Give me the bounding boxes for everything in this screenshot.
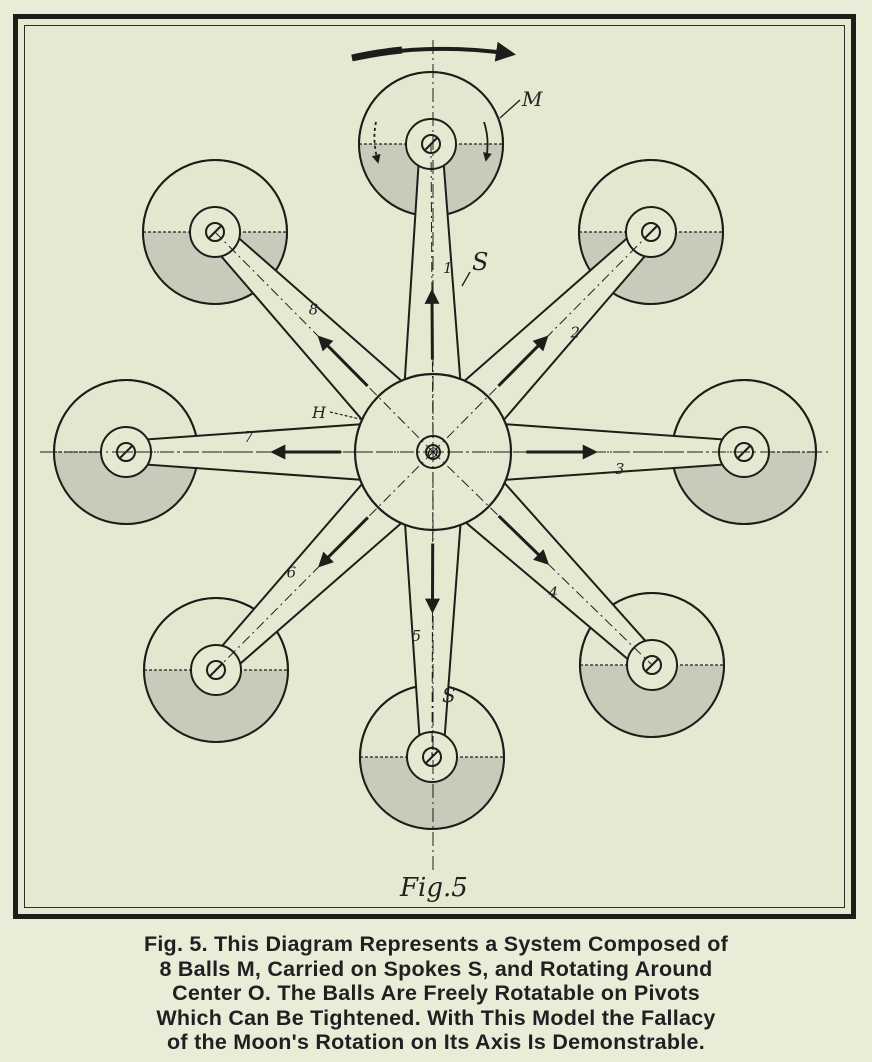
figure-caption: Fig. 5. This Diagram Represents a System… (0, 932, 872, 1055)
pivot-slot-8 (208, 225, 222, 239)
spoke-number-6: 6 (287, 564, 297, 582)
centre-line-4 (432, 451, 653, 666)
caption-line-2: 8 Balls M, Carried on Spokes S, and Rota… (159, 956, 713, 981)
ball-shaded-half (144, 670, 288, 742)
figure-label: Fig.5 (399, 873, 468, 903)
spoke-number-7: 7 (244, 428, 254, 446)
center-label-o: O (427, 446, 439, 462)
spoke-arrow-4 (497, 514, 550, 565)
hub-label-h: H (311, 403, 327, 422)
spoke-number-3: 3 (615, 460, 625, 478)
spoke-number-4: 4 (547, 583, 558, 601)
ball-shaded-half (54, 452, 198, 524)
ball-label-leader (499, 99, 521, 119)
caption-line-4: Which Can Be Tightened. With This Model … (156, 1005, 716, 1030)
inner-border (24, 25, 845, 908)
spoke-number-2: 2 (569, 323, 580, 341)
spoke-label-s-bottom: S (442, 683, 456, 707)
caption-line-3: Center O. The Balls Are Freely Rotatable… (172, 981, 700, 1006)
spoke-label-leader (461, 271, 471, 287)
spoke-number-5: 5 (412, 627, 422, 645)
marks-layer (40, 40, 830, 870)
ball-spin-arrow-left (371, 121, 381, 164)
centre-line-5 (431, 451, 434, 758)
ball-shaded-half (672, 452, 816, 524)
ball-shaded-half (360, 757, 504, 829)
ball-label-m: M (521, 87, 543, 111)
labels-layer: M S H O S Fig.5 1 2 3 4 5 6 7 8 (244, 87, 624, 903)
spoke-arrow-8 (317, 335, 369, 388)
spoke-number-1: 1 (443, 259, 453, 277)
spoke-arrow-2 (497, 335, 549, 388)
spoke-number-8: 8 (309, 301, 319, 319)
rotating-balls-diagram: M S H O S Fig.5 1 2 3 4 5 6 7 8 (40, 40, 830, 903)
ball-shaded-half (580, 665, 724, 737)
rotation-arrow-tail (351, 46, 403, 62)
ball-3 (671, 379, 817, 525)
caption-line-1: Fig. 5. This Diagram Represents a System… (143, 932, 729, 956)
spoke-arrow-6 (318, 516, 369, 568)
ball-spin-arrow-right (482, 121, 492, 162)
hub-label-leader (329, 411, 365, 421)
spoke-label-s: S (472, 248, 488, 276)
caption-line-5: of the Moon's Rotation on Its Axis Is De… (167, 1030, 705, 1055)
